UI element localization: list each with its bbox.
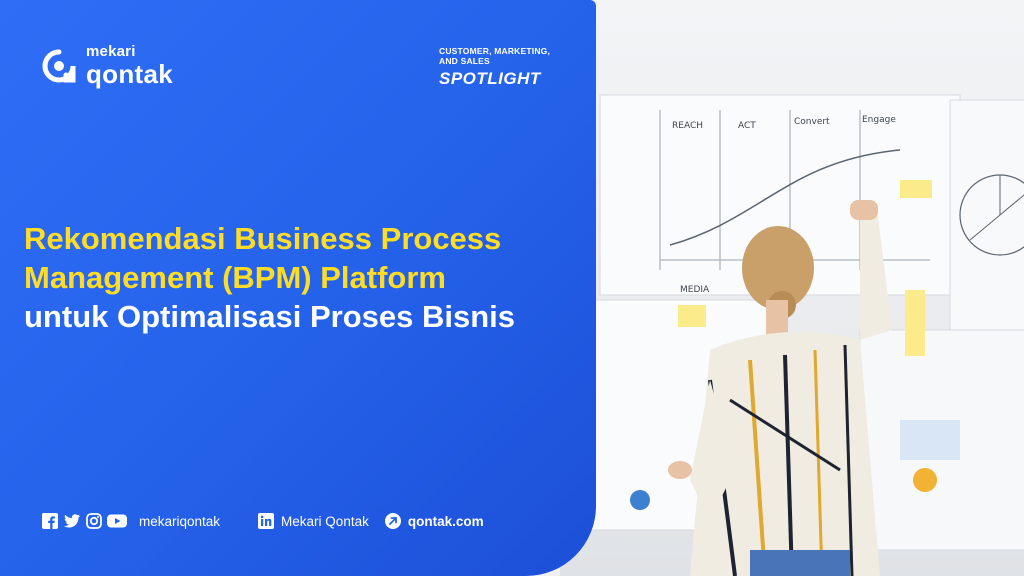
website-url: qontak.com [407, 513, 484, 529]
qontak-logo-icon [42, 49, 76, 82]
spotlight-category-line1: CUSTOMER, MARKETING, [439, 46, 551, 56]
headline-line-2: Management (BPM) Platform [24, 260, 446, 295]
headline-line-3: untuk Optimalisasi Proses Bisnis [24, 299, 515, 334]
footer-contacts: mekariqontak Mekari Qontak qontak.com [42, 513, 484, 529]
linkedin-link[interactable]: Mekari Qontak [258, 513, 369, 529]
spotlight-category-line2: AND SALES [439, 56, 490, 66]
spotlight-label: SPOTLIGHT [439, 69, 541, 88]
board-label-convert: Convert [794, 117, 830, 127]
logo-qontak-text: qontak [86, 59, 174, 89]
headline-line-1: Rekomendasi Business Process [24, 221, 502, 256]
board-label-reach: REACH [672, 121, 703, 131]
board-label-act: ACT [738, 121, 756, 131]
linkedin-name: Mekari Qontak [281, 513, 369, 529]
logo-mekari-text: mekari [86, 43, 136, 60]
article-headline: Rekomendasi Business Process Management … [24, 219, 584, 336]
whiteboard-scene: REACH ACT Convert Engage MEDIA [579, 94, 1024, 576]
social-handle[interactable]: mekariqontak [139, 513, 221, 529]
facebook-icon[interactable] [42, 513, 58, 529]
brand-panel: mekari qontak CUSTOMER, MARKETING, AND S… [0, 0, 596, 576]
youtube-icon[interactable] [107, 513, 127, 529]
instagram-icon[interactable] [86, 513, 102, 529]
board-label-media: MEDIA [680, 285, 710, 295]
board-label-engage: Engage [862, 115, 896, 125]
social-icons [42, 513, 127, 529]
spotlight-badge: CUSTOMER, MARKETING, AND SALES SPOTLIGHT [439, 46, 550, 89]
background-photo: REACH ACT Convert Engage MEDIA [560, 0, 1024, 576]
twitter-icon[interactable] [63, 513, 81, 529]
mekari-qontak-logo: mekari qontak [42, 44, 173, 87]
web-arrow-icon [384, 513, 401, 529]
website-link[interactable]: qontak.com [384, 513, 484, 529]
linkedin-icon [258, 513, 275, 529]
